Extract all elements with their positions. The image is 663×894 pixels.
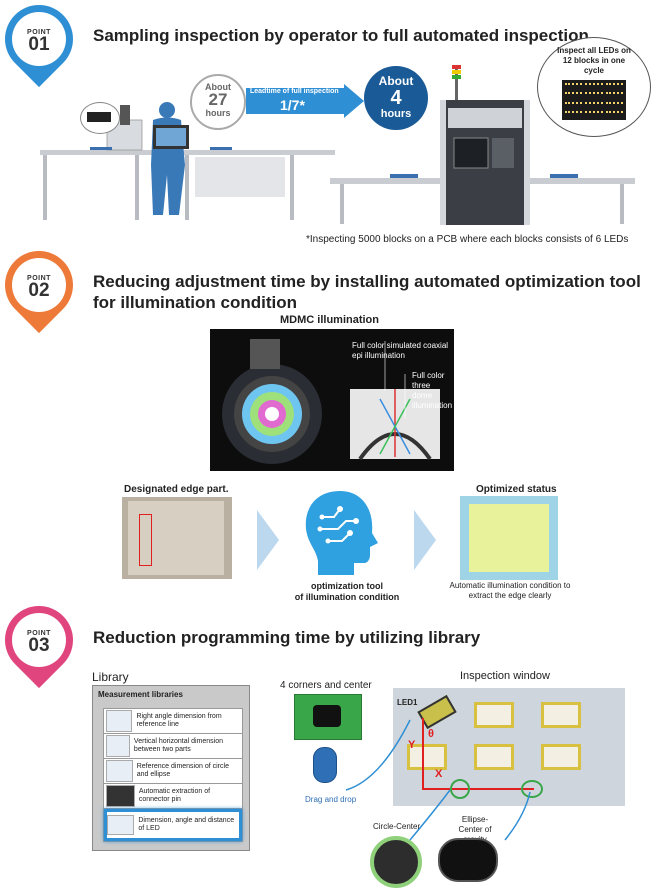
bubble-before-value: 27 <box>208 90 228 109</box>
led-chip <box>474 744 514 770</box>
bubble-after-value: 4 <box>390 87 402 109</box>
inspection-machine <box>330 65 635 225</box>
library-item-thumb-icon <box>106 735 130 757</box>
mouse-icon <box>313 747 337 783</box>
bubble-before: About 27 hours <box>190 74 246 130</box>
led-chip <box>541 702 581 728</box>
library-panel: Measurement libraries Right angle dimens… <box>92 685 250 851</box>
library-item-thumb-icon <box>106 760 133 782</box>
library-item[interactable]: Vertical horizontal dimension between tw… <box>104 734 242 759</box>
bubble-after-line1: About <box>378 74 414 88</box>
library-item-thumb-icon <box>106 785 135 807</box>
library-item[interactable]: Right angle dimension from reference lin… <box>104 709 242 734</box>
point2-heading-line1: Reducing adjustment time by installing a… <box>93 272 641 291</box>
drag-label: Drag and drop <box>305 795 357 804</box>
point1-badge-number: 01 <box>28 33 50 55</box>
edge-sample <box>128 501 224 575</box>
label-coaxial: Full color simulated coaxial epi illumin… <box>352 341 449 360</box>
circle-center-image <box>370 836 422 888</box>
ellipse-marker <box>521 780 543 798</box>
library-list: Right angle dimension from reference lin… <box>103 708 243 842</box>
library-item-label: Automatic extraction of connector pin <box>138 788 211 803</box>
library-item-thumb-icon <box>107 815 135 835</box>
circle-center-label: Circle-Center <box>373 822 421 831</box>
optimized-image <box>460 496 558 580</box>
optimized-sample <box>469 504 549 572</box>
inspection-window <box>393 688 625 806</box>
library-item-label: Right angle dimension from reference lin… <box>136 713 222 728</box>
label-dome: Full color three dome illumination <box>412 371 453 410</box>
all-leds-callout: Inspect all LEDs on 12 blocks in one cyc… <box>537 37 651 137</box>
mdmc-title: MDMC illumination <box>280 314 379 326</box>
tool-caption-1: optimization tool <box>311 581 383 591</box>
library-item-selected[interactable]: Dimension, angle and distance of LED <box>104 809 242 841</box>
axis-x-label: X <box>435 768 443 780</box>
sample-led-pcb <box>87 112 111 122</box>
flow-arrow-1 <box>257 510 279 570</box>
operator-scene <box>40 102 335 220</box>
optimized-caption: Automatic illumination condition to extr… <box>449 581 571 600</box>
bubble-before-line1: About <box>205 82 231 92</box>
point2-heading-line2: for illumination condition <box>93 293 297 312</box>
arrow-caption: Leadtime of full inspection <box>250 88 339 95</box>
point3-heading: Reduction programming time by utilizing … <box>93 628 481 647</box>
library-label: Library <box>92 670 129 684</box>
point3-badge: POINT 03 <box>12 613 66 667</box>
led-chip <box>541 744 581 770</box>
led1-label: LED1 <box>397 698 418 707</box>
point1-footnote: *Inspecting 5000 blocks on a PCB where e… <box>306 234 629 245</box>
library-panel-title: Measurement libraries <box>98 690 183 699</box>
point1-badge-word: POINT <box>27 28 51 36</box>
led-template <box>294 694 362 740</box>
mdmc-image <box>210 329 454 471</box>
y-axis <box>422 718 424 790</box>
library-item-label: Dimension, angle and distance of LED <box>138 817 235 832</box>
led-template-center <box>313 705 341 727</box>
corners-label: 4 corners and center <box>280 680 372 691</box>
library-item-thumb-icon <box>106 710 133 732</box>
library-item[interactable]: Reference dimension of circle and ellips… <box>104 759 242 784</box>
leadtime-arrow <box>246 84 364 118</box>
led-chip <box>474 702 514 728</box>
bubble-before-line3: hours <box>205 108 231 118</box>
mdmc-illustration <box>222 339 440 464</box>
edge-image <box>122 497 232 579</box>
point2-badge: POINT 02 <box>12 258 66 312</box>
axis-y-label: Y <box>408 739 416 751</box>
optimized-title: Optimized status <box>476 484 557 495</box>
arrow-value: 1/7* <box>280 97 305 113</box>
point3-badge-number: 03 <box>28 634 50 656</box>
point1-badge: POINT 01 <box>12 12 66 66</box>
point1-heading: Sampling inspection by operator to full … <box>93 26 589 45</box>
flow-arrow-2 <box>414 510 436 570</box>
led-blocks-grid <box>562 80 626 120</box>
point2-badge-word: POINT <box>27 274 51 282</box>
flow-connectors <box>345 719 531 841</box>
circle-marker <box>450 779 470 799</box>
led-chip <box>407 744 447 770</box>
x-axis <box>422 788 534 790</box>
library-item-label: Vertical horizontal dimension between tw… <box>133 738 224 753</box>
edge-selection-box <box>139 514 152 566</box>
point2-badge-number: 02 <box>28 279 50 301</box>
bubble-after: About 4 hours <box>364 66 428 130</box>
bubble-after-line3: hours <box>380 108 412 120</box>
library-item[interactable]: Automatic extraction of connector pin <box>104 784 242 809</box>
ellipse-center-image <box>438 838 498 882</box>
all-leds-callout-text: Inspect all LEDs on 12 blocks in one cyc… <box>557 46 631 75</box>
edge-title: Designated edge part. <box>124 484 229 495</box>
tool-caption-2: of illumination condition <box>294 592 400 602</box>
axis-theta-label: θ <box>428 728 434 740</box>
point3-badge-word: POINT <box>27 629 51 637</box>
brain-icon <box>305 491 378 575</box>
library-item-label: Reference dimension of circle and ellips… <box>136 763 229 778</box>
window-label: Inspection window <box>460 670 550 682</box>
